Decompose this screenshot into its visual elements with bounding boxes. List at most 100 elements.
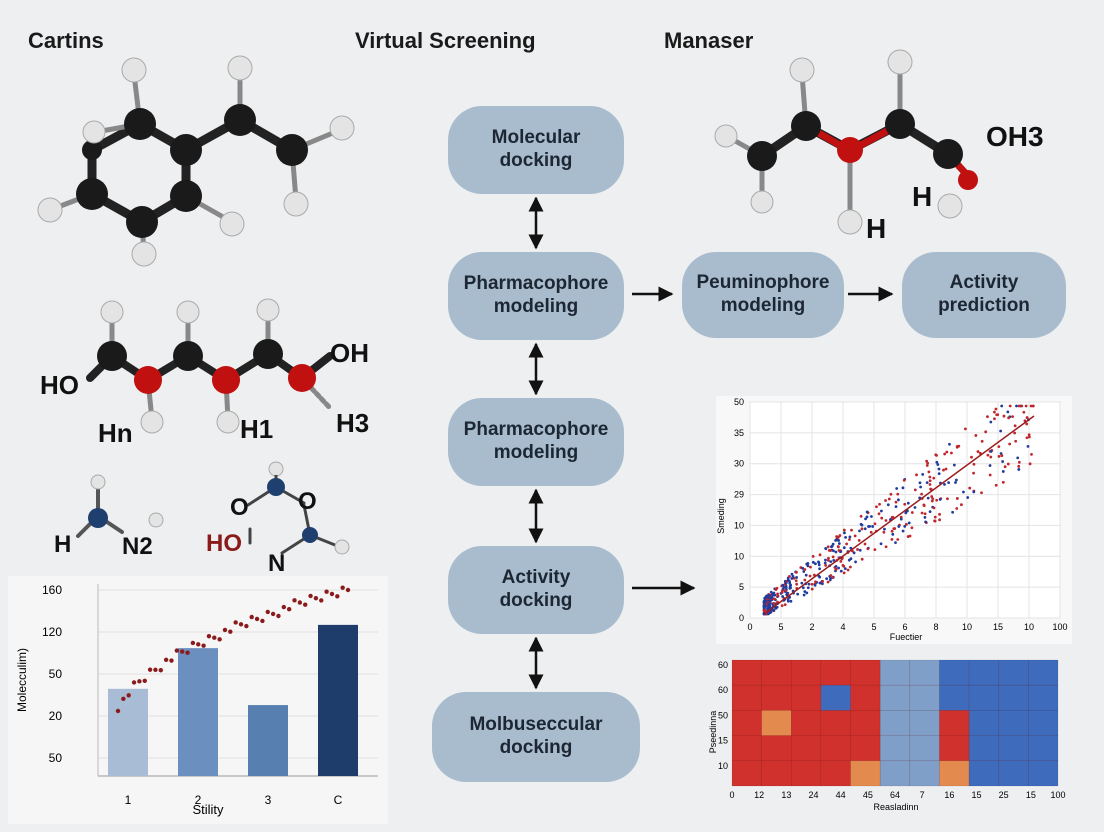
scatter-ytick: 50 bbox=[734, 397, 744, 407]
scatter-point-blue bbox=[891, 532, 895, 536]
scatter-point-red bbox=[944, 467, 948, 471]
heatmap-cell bbox=[968, 659, 1000, 686]
scatter-point-red bbox=[1014, 439, 1018, 443]
heatmap-cell bbox=[939, 735, 970, 762]
molecule-amine: H N2 bbox=[54, 474, 164, 560]
scatter-point-blue bbox=[786, 599, 790, 603]
scatter-point-blue bbox=[842, 546, 846, 550]
scatter-point-red bbox=[929, 487, 933, 491]
heatmap-xtick: 15 bbox=[971, 790, 981, 800]
scatter-point-red bbox=[849, 565, 852, 569]
scatter-point-red bbox=[845, 542, 849, 546]
ether-label-oh3: OH3 bbox=[986, 121, 1044, 152]
bar-ytick: 50 bbox=[49, 667, 63, 681]
scatter-point-red bbox=[933, 519, 937, 523]
bar-overlay-point bbox=[244, 623, 249, 629]
heatmap-xtick: 100 bbox=[1050, 790, 1065, 800]
bar-overlay-point bbox=[174, 648, 180, 653]
scatter-point-blue bbox=[904, 511, 908, 515]
heatmap-cell bbox=[909, 760, 940, 787]
bar-overlay-point bbox=[340, 585, 345, 590]
scatter-point-blue bbox=[899, 517, 903, 521]
scatter-point-blue bbox=[801, 586, 805, 590]
oxazole-label-o-right: O bbox=[298, 488, 317, 515]
scatter-point-blue bbox=[834, 550, 838, 554]
scatter-point-red bbox=[950, 451, 953, 455]
scatter-point-red bbox=[853, 534, 857, 538]
heatmap-cell bbox=[1028, 760, 1059, 787]
scatter-point-blue bbox=[921, 472, 925, 476]
scatter-xlabel: Fuectier bbox=[890, 632, 923, 642]
scatter-point-red bbox=[831, 576, 835, 580]
bar-overlay-point bbox=[126, 693, 131, 698]
scatter-point-red bbox=[775, 586, 779, 590]
scatter-point-blue bbox=[858, 529, 861, 533]
heatmap-cell bbox=[879, 684, 911, 711]
bar-overlay-point bbox=[158, 668, 163, 673]
heatmap-cell bbox=[968, 735, 1000, 762]
scatter-point-blue bbox=[864, 517, 867, 521]
scatter-point-red bbox=[928, 475, 932, 479]
scatter-point-blue bbox=[823, 561, 827, 565]
oxazole-label-o-left: O bbox=[230, 494, 249, 521]
scatter-point-red bbox=[904, 522, 908, 526]
heatmap-xtick: 64 bbox=[890, 790, 900, 800]
bar-overlay-point bbox=[324, 589, 329, 594]
heatmap-cell bbox=[968, 684, 1000, 711]
scatter-point-blue bbox=[802, 593, 806, 597]
scatter-point-red bbox=[863, 542, 867, 546]
scatter-point-blue bbox=[897, 498, 900, 502]
bar-xtick: 2 bbox=[195, 793, 202, 807]
scatter-point-red bbox=[1001, 480, 1005, 484]
heatmap-cell bbox=[998, 735, 1029, 762]
heatmap-cell bbox=[820, 684, 851, 711]
heatmap-cell bbox=[761, 659, 792, 686]
bar-overlay-point bbox=[206, 633, 212, 639]
title-right: Manaser bbox=[664, 28, 754, 53]
scatter-point-red bbox=[925, 464, 929, 467]
scatter-point-blue bbox=[880, 509, 883, 513]
scatter-point-blue bbox=[790, 572, 794, 576]
heatmap-cell bbox=[790, 659, 822, 686]
heatmap-cell bbox=[939, 760, 970, 787]
bar bbox=[248, 705, 288, 776]
scatter-point-red bbox=[972, 471, 976, 475]
scatter-point-blue bbox=[837, 542, 841, 545]
scatter-ylabel: Smeding bbox=[716, 498, 726, 534]
scatter-point-red bbox=[968, 486, 972, 490]
heatmap-cell bbox=[998, 684, 1029, 711]
right-1-label: Peuminophore modeling bbox=[696, 272, 830, 316]
scatter-point-blue bbox=[906, 501, 910, 505]
scatter-point-red bbox=[880, 516, 884, 520]
right-2-label: Activity prediction bbox=[938, 272, 1030, 316]
scatter-point-red bbox=[974, 434, 978, 437]
scatter-point-blue bbox=[871, 525, 875, 528]
scatter-point-red bbox=[996, 413, 1000, 417]
scatter-point-blue bbox=[879, 542, 883, 546]
scatter-point-red bbox=[960, 503, 963, 507]
scatter-point-blue bbox=[937, 472, 941, 476]
scatter-point-blue bbox=[952, 463, 956, 467]
scatter-point-red bbox=[1013, 424, 1017, 428]
scatter-point-red bbox=[910, 511, 914, 514]
heatmap-cell bbox=[731, 760, 762, 787]
bar-overlay-point bbox=[233, 620, 238, 625]
scatter-point-blue bbox=[781, 583, 785, 587]
scatter-point-red bbox=[1030, 452, 1033, 456]
heatmap-xtick: 0 bbox=[729, 790, 734, 800]
scatter-point-red bbox=[780, 604, 784, 608]
scatter-point-blue bbox=[781, 595, 785, 598]
scatter-point-red bbox=[997, 445, 1001, 449]
scatter-point-red bbox=[875, 505, 878, 509]
amine-label-n2: N2 bbox=[122, 533, 153, 560]
heatmap-cell bbox=[820, 735, 851, 762]
bar-overlay-point bbox=[185, 650, 190, 655]
scatter-point-red bbox=[878, 502, 881, 506]
ether-label-h-left: H bbox=[912, 181, 932, 212]
bar bbox=[318, 624, 358, 776]
scatter-point-red bbox=[810, 582, 814, 586]
scatter-point-red bbox=[1025, 416, 1029, 419]
scatter-point-red bbox=[1013, 431, 1017, 435]
